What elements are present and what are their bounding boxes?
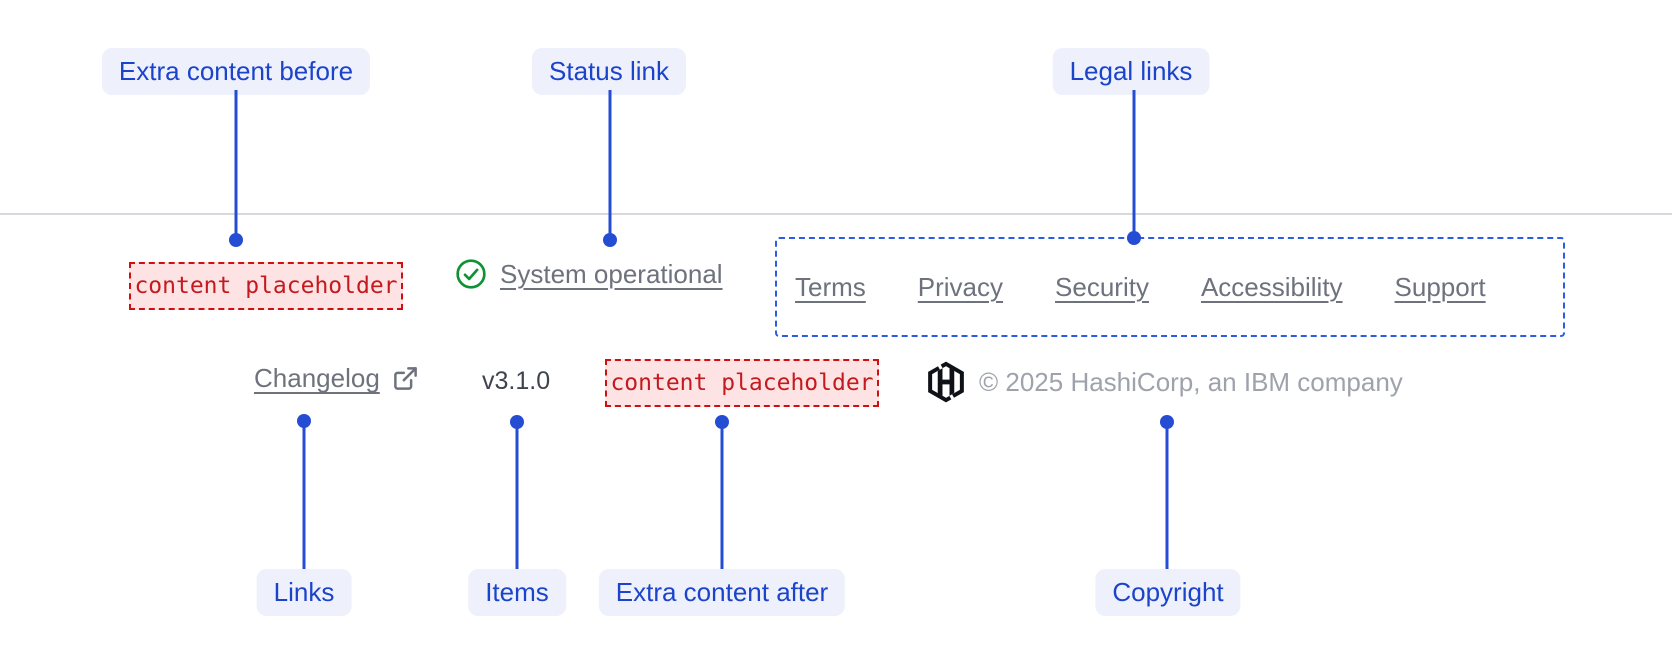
legal-link-security[interactable]: Security (1055, 271, 1149, 302)
legal-link-terms[interactable]: Terms (795, 271, 866, 302)
extra-content-before-placeholder: content placeholder (129, 262, 403, 310)
placeholder-text: content placeholder (134, 273, 398, 299)
status-link-label: System operational (500, 258, 723, 289)
callout-label-status-link: Status link (532, 48, 686, 95)
connector-line (1165, 422, 1169, 569)
placeholder-text: content placeholder (610, 370, 874, 396)
check-circle-icon (455, 258, 487, 290)
legal-link-support[interactable]: Support (1394, 271, 1486, 302)
connector-line (515, 422, 519, 569)
legal-link-accessibility[interactable]: Accessibility (1200, 271, 1343, 302)
callout-label-legal-links: Legal links (1052, 48, 1210, 95)
external-link-icon (392, 365, 419, 392)
hashicorp-logo-icon (927, 361, 965, 403)
changelog-link-label: Changelog (254, 363, 380, 393)
connector-dot (229, 233, 243, 247)
callout-label-extra-content-after: Extra content after (598, 569, 846, 616)
extra-content-after-placeholder: content placeholder (605, 359, 879, 407)
changelog-link[interactable]: Changelog (254, 363, 419, 394)
status-link[interactable]: System operational (455, 258, 723, 290)
callout-label-extra-content-before: Extra content before (101, 48, 371, 95)
connector-dot (1127, 231, 1141, 245)
copyright-text: © 2025 HashiCorp, an IBM company (979, 366, 1403, 397)
connector-line (302, 421, 306, 569)
connector-line (608, 90, 612, 240)
connector-line (234, 90, 238, 240)
callout-label-items: Items (468, 569, 566, 616)
version-text: v3.1.0 (482, 367, 551, 395)
connector-line (720, 422, 724, 569)
callout-label-links: Links (256, 569, 352, 616)
callout-label-copyright: Copyright (1095, 569, 1241, 616)
connector-line (1132, 90, 1136, 237)
legal-links-container: Terms Privacy Security Accessibility Sup… (775, 237, 1565, 337)
legal-link-privacy[interactable]: Privacy (917, 271, 1004, 302)
connector-dot (603, 233, 617, 247)
copyright-block: © 2025 HashiCorp, an IBM company (927, 361, 1403, 403)
footer-top-divider (0, 213, 1672, 215)
